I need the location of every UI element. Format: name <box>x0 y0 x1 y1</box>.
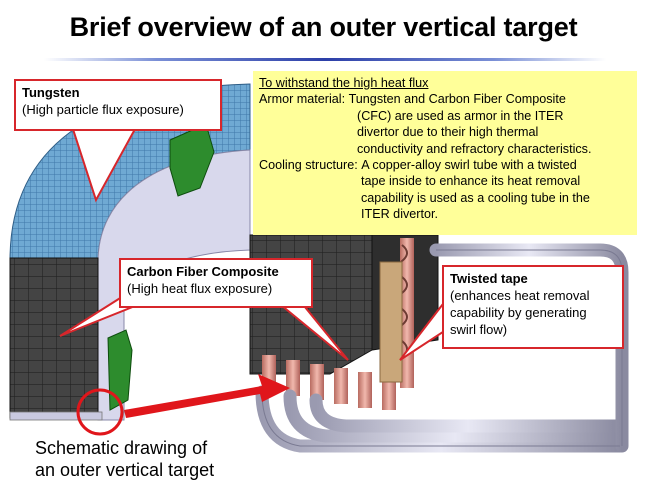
caption-line1: Schematic drawing of <box>35 437 214 459</box>
heat-flux-info-panel: To withstand the high heat flux Armor ma… <box>253 71 637 235</box>
tungsten-callout-text: (High particle flux exposure) <box>22 101 214 118</box>
twisted-tape-line1: (enhances heat removal <box>450 287 616 304</box>
cooling-label: Cooling structure: <box>259 157 358 173</box>
cooling-line2: tape inside to enhance its heat removal <box>259 173 631 189</box>
armor-line3: divertor due to their high thermal <box>259 124 631 140</box>
left-cfc-column <box>10 258 98 418</box>
green-support-lower <box>108 330 132 410</box>
info-heading: To withstand the high heat flux <box>259 75 631 91</box>
copper-heat-sink <box>380 262 402 382</box>
tungsten-callout-heading: Tungsten <box>22 84 214 101</box>
armor-label: Armor material: <box>259 91 345 107</box>
twisted-tape-heading: Twisted tape <box>450 270 616 287</box>
figure-caption: Schematic drawing of an outer vertical t… <box>35 437 214 481</box>
cooling-line4: ITER divertor. <box>259 206 631 222</box>
cfc-callout-text: (High heat flux exposure) <box>127 280 305 297</box>
cooling-line3: capability is used as a cooling tube in … <box>259 190 631 206</box>
cfc-callout: Carbon Fiber Composite (High heat flux e… <box>119 258 313 308</box>
cfc-callout-heading: Carbon Fiber Composite <box>127 263 305 280</box>
armor-line1: Tungsten and Carbon Fiber Composite <box>349 91 566 107</box>
caption-line2: an outer vertical target <box>35 459 214 481</box>
left-base-strip <box>10 412 102 420</box>
twisted-tape-line3: swirl flow) <box>450 321 616 338</box>
armor-line4: conductivity and refractory characterist… <box>259 141 631 157</box>
twisted-tape-callout: Twisted tape (enhances heat removal capa… <box>442 265 624 349</box>
cooling-line1: A copper-alloy swirl tube with a twisted <box>361 157 577 173</box>
twisted-tape-line2: capability by generating <box>450 304 616 321</box>
armor-line2: (CFC) are used as armor in the ITER <box>259 108 631 124</box>
tungsten-callout: Tungsten (High particle flux exposure) <box>14 79 222 131</box>
